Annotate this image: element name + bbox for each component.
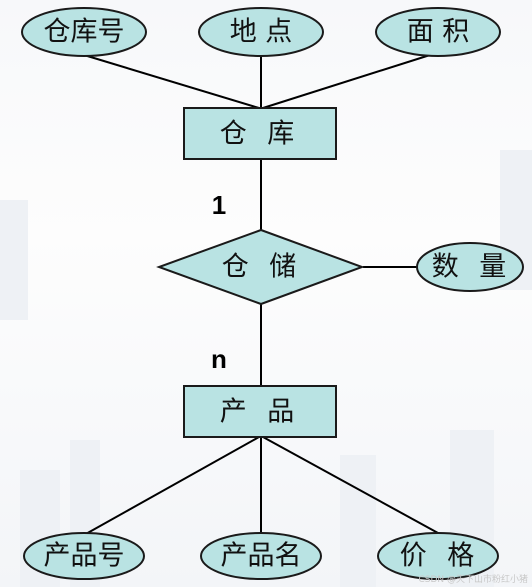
edge-product-price xyxy=(262,436,439,534)
entity-product[interactable]: 产 品 xyxy=(183,385,337,438)
edge-warehouseno-warehouse xyxy=(83,54,260,109)
watermark: CSDN @天下山市粉红小猪 xyxy=(418,573,528,585)
attribute-quantity[interactable]: 数 量 xyxy=(416,242,524,292)
attribute-label: 产品名 xyxy=(221,541,302,572)
attribute-label: 面 积 xyxy=(407,17,470,48)
attribute-label: 数 量 xyxy=(432,252,513,283)
cardinality-product: n xyxy=(211,344,227,374)
attribute-label: 产品号 xyxy=(44,541,125,572)
background-decoration xyxy=(0,150,532,587)
attribute-area[interactable]: 面 积 xyxy=(375,7,501,57)
attribute-label: 价 格 xyxy=(400,541,481,572)
edge-area-warehouse xyxy=(262,54,431,109)
relationship-store[interactable]: 仓 储 xyxy=(156,228,365,306)
attribute-label: 仓库号 xyxy=(44,17,125,48)
attribute-product-name[interactable]: 产品名 xyxy=(200,532,322,580)
relationship-label: 仓 储 xyxy=(222,252,303,283)
attribute-label: 地 点 xyxy=(230,17,293,48)
entity-label: 仓 库 xyxy=(220,119,301,150)
connectors xyxy=(83,54,439,536)
attribute-product-no[interactable]: 产品号 xyxy=(23,532,145,580)
attribute-price[interactable]: 价 格 xyxy=(377,532,499,580)
entity-warehouse[interactable]: 仓 库 xyxy=(183,107,337,160)
edge-product-productno xyxy=(83,436,260,536)
attribute-warehouse-no[interactable]: 仓库号 xyxy=(21,7,147,57)
attribute-location[interactable]: 地 点 xyxy=(198,7,324,57)
entity-label: 产 品 xyxy=(220,397,301,428)
cardinality-warehouse: 1 xyxy=(212,190,226,220)
